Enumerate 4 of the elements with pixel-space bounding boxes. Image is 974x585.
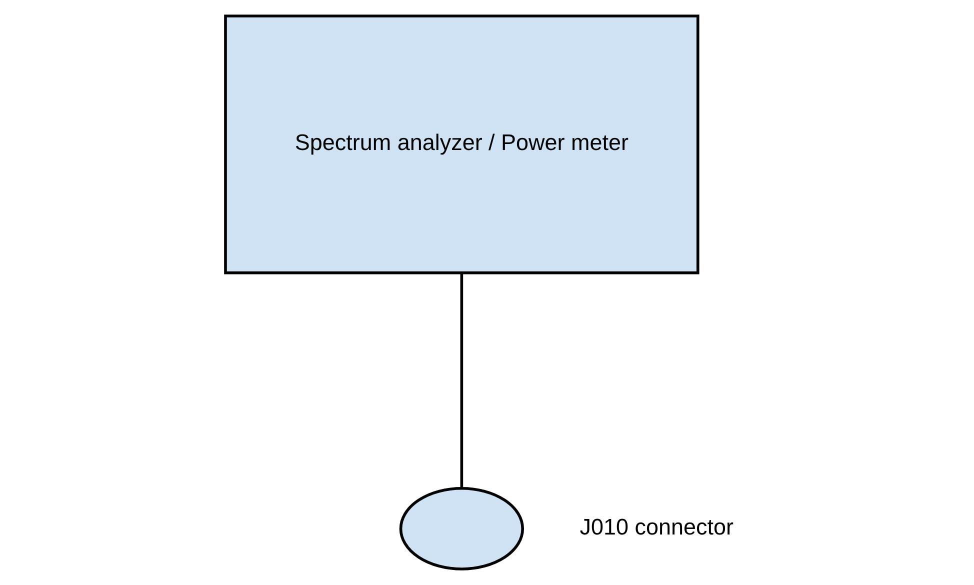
node-label: J010 connector: [580, 514, 734, 540]
connector: [460, 273, 464, 488]
node-box: Spectrum analyzer / Power meter: [224, 14, 700, 274]
node-ellipse: [399, 486, 524, 570]
